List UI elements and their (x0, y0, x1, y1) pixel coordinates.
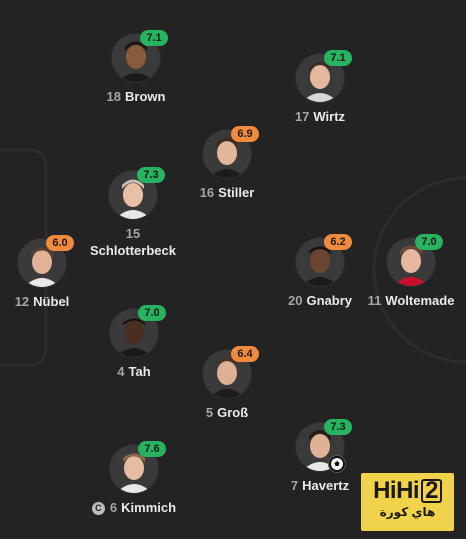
rating-badge: 7.0 (138, 305, 166, 321)
shirt-number: 18 (106, 89, 121, 104)
rating-badge: 7.3 (137, 167, 165, 183)
player-photo (112, 34, 160, 82)
rating-badge: 7.6 (138, 441, 166, 457)
rating-badge: 7.1 (140, 30, 168, 46)
player-photo (110, 445, 158, 493)
shirt-number: 12 (14, 294, 30, 309)
player-name: Kimmich (121, 500, 177, 515)
watermark-subtitle: هاي كورة (379, 505, 436, 519)
player-photo (109, 171, 157, 219)
player-name: Havertz (302, 478, 350, 493)
shirt-number: 5 (205, 405, 214, 420)
player-label: 18 Brown (46, 88, 226, 105)
rating-badge: 7.0 (415, 234, 443, 250)
captain-icon: C (91, 502, 105, 515)
rating-badge: 6.4 (231, 346, 259, 362)
football-icon (328, 455, 346, 473)
rating-badge: 6.0 (46, 235, 74, 251)
shirt-number: 20 (288, 293, 303, 308)
rating-badge: 6.2 (324, 234, 352, 250)
player-name: Brown (125, 89, 166, 104)
shirt-number: 4 (117, 364, 125, 379)
player-photo (296, 238, 344, 286)
rating-badge: 7.1 (324, 50, 352, 66)
shirt-number: 17 (294, 109, 310, 124)
watermark-logo-digit: 2 (421, 479, 442, 503)
player-name: Nübel (33, 294, 70, 309)
rating-badge: 6.9 (231, 126, 259, 142)
player-name: Tah (128, 364, 151, 379)
player-name: Wirtz (313, 109, 346, 124)
watermark-logo-main: HiHi (373, 477, 420, 504)
shirt-number: 7 (290, 478, 299, 493)
shirt-number: 16 (199, 185, 215, 200)
player-name: Woltemade (385, 293, 455, 308)
shirt-number: 6 (109, 500, 118, 515)
player-name: Stiller (218, 185, 255, 200)
shirt-number: 15 (125, 226, 141, 241)
player-name: Groß (217, 405, 249, 420)
rating-badge: 7.3 (324, 419, 352, 435)
player-name: Gnabry (306, 293, 352, 308)
player-name: Schlotterbeck (90, 243, 176, 258)
shirt-number: 11 (367, 293, 382, 308)
player-photo (296, 54, 344, 102)
